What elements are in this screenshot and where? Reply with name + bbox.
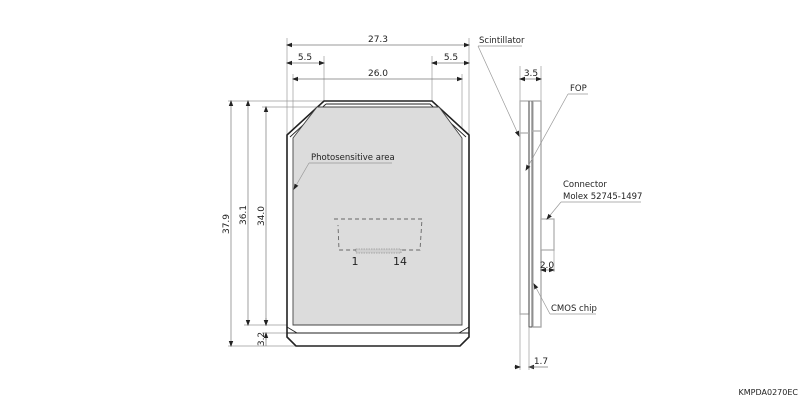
svg-text:FOP: FOP xyxy=(570,84,587,94)
svg-text:26.0: 26.0 xyxy=(368,69,388,79)
label-cmos-chip: CMOS chip xyxy=(533,283,597,315)
label-photosensitive-area: Photosensitive area xyxy=(293,153,395,190)
svg-text:5.5: 5.5 xyxy=(298,53,312,63)
svg-text:5.5: 5.5 xyxy=(444,53,458,63)
label-scintillator: Scintillator xyxy=(477,36,525,137)
dim-corner-left: 5.5 xyxy=(286,53,325,66)
dim-corner-right: 5.5 xyxy=(431,53,470,66)
front-view: 27.3 5.5 5.5 26.0 37.9 36.1 xyxy=(222,35,470,347)
svg-text:Photosensitive area: Photosensitive area xyxy=(311,153,395,163)
svg-text:3.5: 3.5 xyxy=(524,69,538,79)
dim-overall-height: 37.9 xyxy=(222,100,234,347)
svg-text:14: 14 xyxy=(393,255,407,268)
svg-text:37.9: 37.9 xyxy=(222,214,232,234)
dim-chip-offset: 1.7 xyxy=(514,357,548,370)
dim-active-height: 34.0 xyxy=(257,106,269,326)
svg-text:34.0: 34.0 xyxy=(257,206,267,226)
dim-thickness: 3.5 xyxy=(519,69,542,82)
svg-text:1.7: 1.7 xyxy=(534,357,548,367)
label-connector: Connector Molex 52745-1497 xyxy=(546,180,642,220)
svg-text:1: 1 xyxy=(352,255,359,268)
svg-text:2.0: 2.0 xyxy=(540,261,555,271)
photosensitive-area xyxy=(292,106,463,326)
connector-block xyxy=(540,218,555,251)
label-fop: FOP xyxy=(525,84,588,171)
svg-text:CMOS chip: CMOS chip xyxy=(551,304,597,314)
svg-text:Scintillator: Scintillator xyxy=(479,36,525,46)
drawing-code: KMPDA0270EC xyxy=(739,388,799,397)
dim-connector-height: 2.0 xyxy=(540,261,555,273)
svg-text:Molex 52745-1497: Molex 52745-1497 xyxy=(563,192,642,202)
dim-active-width: 26.0 xyxy=(292,69,463,82)
connector-footprint: 1 14 xyxy=(334,218,423,268)
side-view: 3.5 2.0 1.7 Scintillator xyxy=(477,36,642,370)
svg-text:Connector: Connector xyxy=(563,180,607,190)
svg-text:36.1: 36.1 xyxy=(239,205,249,225)
cmos-chip-layer xyxy=(532,100,542,328)
dim-overall-width: 27.3 xyxy=(286,35,470,48)
svg-text:27.3: 27.3 xyxy=(368,35,388,45)
svg-text:3.2: 3.2 xyxy=(257,332,267,346)
dim-height-36: 36.1 xyxy=(239,100,251,326)
dim-bottom-margin: 3.2 xyxy=(257,318,269,346)
